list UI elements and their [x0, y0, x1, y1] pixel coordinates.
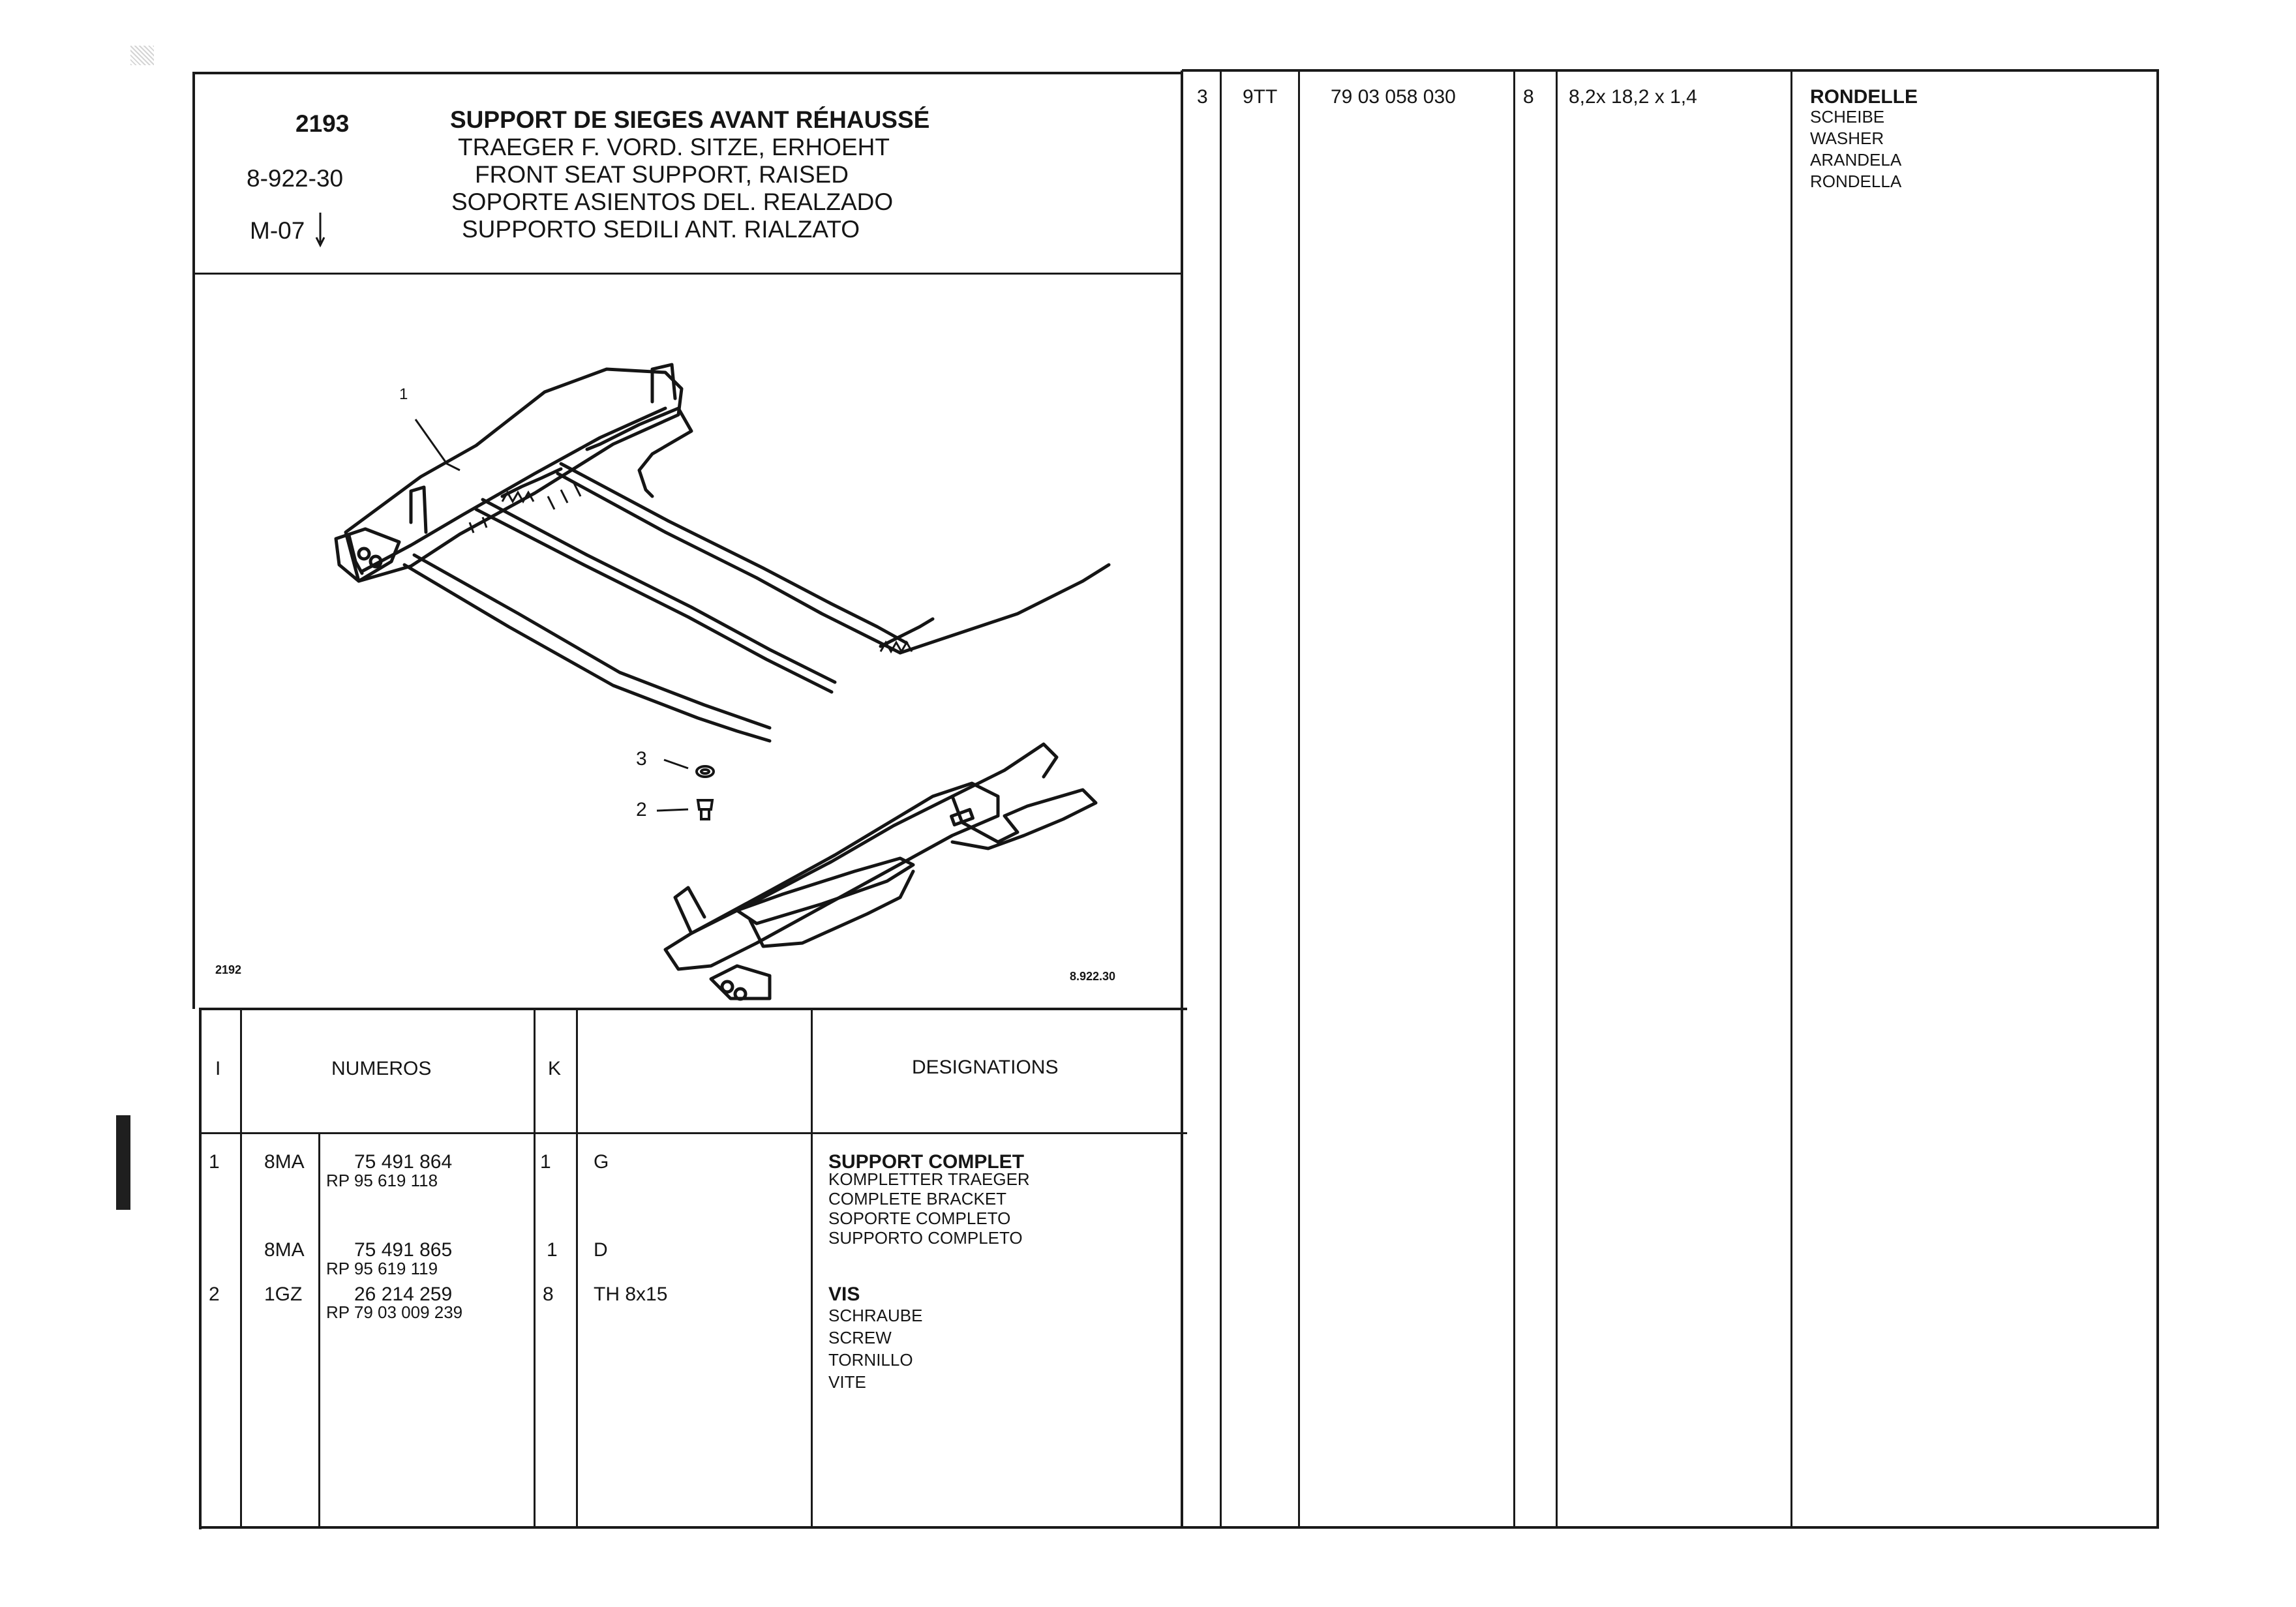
row-item: 1 [209, 1151, 220, 1173]
right-panel-right-border [2156, 69, 2159, 1529]
title-fr: SUPPORT DE SIEGES AVANT RÉHAUSSÉ [450, 106, 930, 133]
designation-es: TORNILLO [828, 1350, 913, 1370]
diagram-divider [199, 1008, 1187, 1010]
col-sep-qty [576, 1008, 578, 1528]
table-bottom-border [199, 1526, 2159, 1529]
row-item: 2 [209, 1284, 220, 1305]
row-ref: 79 03 058 030 [1331, 86, 1456, 108]
model-code-text: M-07 [250, 217, 305, 244]
callout-1: 1 [399, 385, 408, 403]
title-en: FRONT SEAT SUPPORT, RAISED [475, 161, 849, 188]
designation-es: ARANDELA [1810, 150, 1902, 170]
designation-en: SCREW [828, 1328, 892, 1347]
row-qty: 1 [540, 1151, 551, 1173]
catalog-code: 8-922-30 [247, 165, 344, 192]
designation-it: VITE [828, 1372, 866, 1392]
diagram-footer-left: 2192 [215, 963, 242, 976]
designation-fr: RONDELLE [1810, 86, 1918, 108]
col-header-qty: K [548, 1058, 562, 1079]
ref-number: 2193 [295, 110, 350, 137]
row-qty: 1 [547, 1239, 558, 1261]
col-sep-code [318, 1134, 320, 1528]
designation-de: SCHRAUBE [828, 1306, 923, 1325]
diagram-footer-right: 8.922.30 [1070, 970, 1116, 983]
designation-en: WASHER [1810, 128, 1884, 148]
callout-2: 2 [636, 799, 647, 820]
arrow-down-icon [315, 213, 325, 248]
callout-3: 3 [636, 748, 647, 770]
row-ref: 75 491 864 [354, 1151, 453, 1173]
row-code: 9TT [1243, 86, 1278, 108]
row-rp: RP 95 619 119 [326, 1259, 438, 1278]
row-qty: 8 [543, 1284, 554, 1305]
designation-es: SOPORTE COMPLETO [828, 1209, 1011, 1228]
row-rp: RP 95 619 118 [326, 1171, 438, 1190]
rcol-sep-4 [1556, 70, 1558, 1527]
designation-de: KOMPLETTER TRAEGER [828, 1169, 1030, 1189]
row-ref: 26 214 259 [354, 1284, 453, 1305]
designation-fr: VIS [828, 1284, 860, 1305]
left-panel-top-border [193, 72, 1181, 74]
row-code: 1GZ [264, 1284, 303, 1305]
scan-speck [130, 46, 154, 65]
title-it: SUPPORTO SEDILI ANT. RIALZATO [462, 216, 860, 243]
rcol-sep-5 [1790, 70, 1792, 1527]
designation-fr: SUPPORT COMPLET [828, 1151, 1025, 1173]
row-qty: 8 [1523, 86, 1534, 108]
center-divider [1181, 70, 1183, 1529]
title-de: TRAEGER F. VORD. SITZE, ERHOEHT [458, 134, 890, 160]
model-code: M-07 [250, 217, 305, 245]
rcol-sep-2 [1298, 70, 1300, 1527]
row-variant: D [594, 1239, 608, 1261]
designation-de: SCHEIBE [1810, 107, 1885, 127]
row-code: 8MA [264, 1239, 305, 1261]
row-rp: RP 79 03 009 239 [326, 1302, 463, 1322]
col-header-numbers: NUMEROS [331, 1058, 432, 1079]
col-sep-variant [811, 1008, 813, 1528]
row-item: 3 [1197, 86, 1208, 108]
header-divider [193, 273, 1181, 275]
title-es: SOPORTE ASIENTOS DEL. REALZADO [451, 188, 894, 215]
rcol-sep-3 [1513, 70, 1515, 1527]
row-code: 8MA [264, 1151, 305, 1173]
row-ref: 75 491 865 [354, 1239, 453, 1261]
row-variant: TH 8x15 [594, 1284, 668, 1305]
row-variant: G [594, 1151, 609, 1173]
designation-it: SUPPORTO COMPLETO [828, 1228, 1023, 1248]
col-sep-item [240, 1008, 242, 1528]
rcol-sep-1 [1220, 70, 1222, 1527]
designation-en: COMPLETE BRACKET [828, 1189, 1007, 1209]
binding-mark [116, 1115, 130, 1210]
col-header-item: I [215, 1058, 221, 1079]
row-variant: 8,2x 18,2 x 1,4 [1569, 86, 1697, 108]
col-header-designations: DESIGNATIONS [912, 1057, 1059, 1078]
designation-it: RONDELLA [1810, 172, 1902, 191]
table-left-border [199, 1008, 202, 1529]
col-sep-numbers [534, 1008, 536, 1528]
right-panel-top-border [1182, 69, 2159, 72]
left-panel-left-border [192, 72, 195, 1009]
seat-support-diagram [334, 363, 1111, 1001]
table-header-divider [199, 1132, 1187, 1134]
